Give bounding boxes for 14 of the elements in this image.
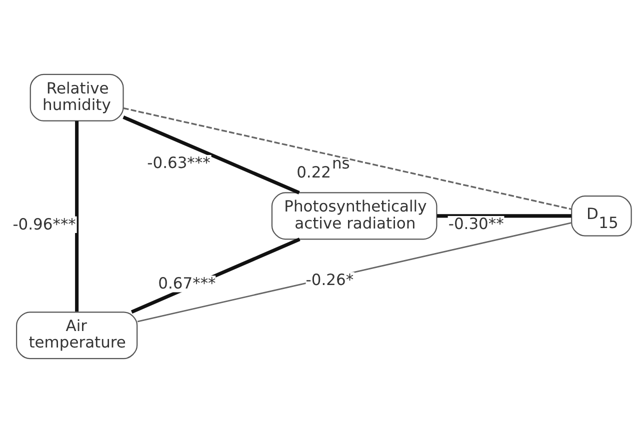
node-box: Photosynthetically active radiation (271, 192, 438, 240)
node-box: Relative humidity (30, 74, 124, 122)
connector (75, 121, 79, 312)
edge-label: -0.63*** (147, 154, 210, 172)
edge-label: 0.67*** (158, 274, 216, 293)
connector (130, 238, 300, 314)
connector (123, 107, 572, 210)
edge-label: -0.96*** (12, 215, 76, 234)
connector (122, 116, 300, 194)
edge-label: -0.26* (306, 271, 354, 290)
node-box: Air temperature (16, 312, 138, 360)
connector (137, 222, 572, 322)
connector (437, 214, 572, 218)
edge-label: -0.30** (448, 214, 504, 233)
